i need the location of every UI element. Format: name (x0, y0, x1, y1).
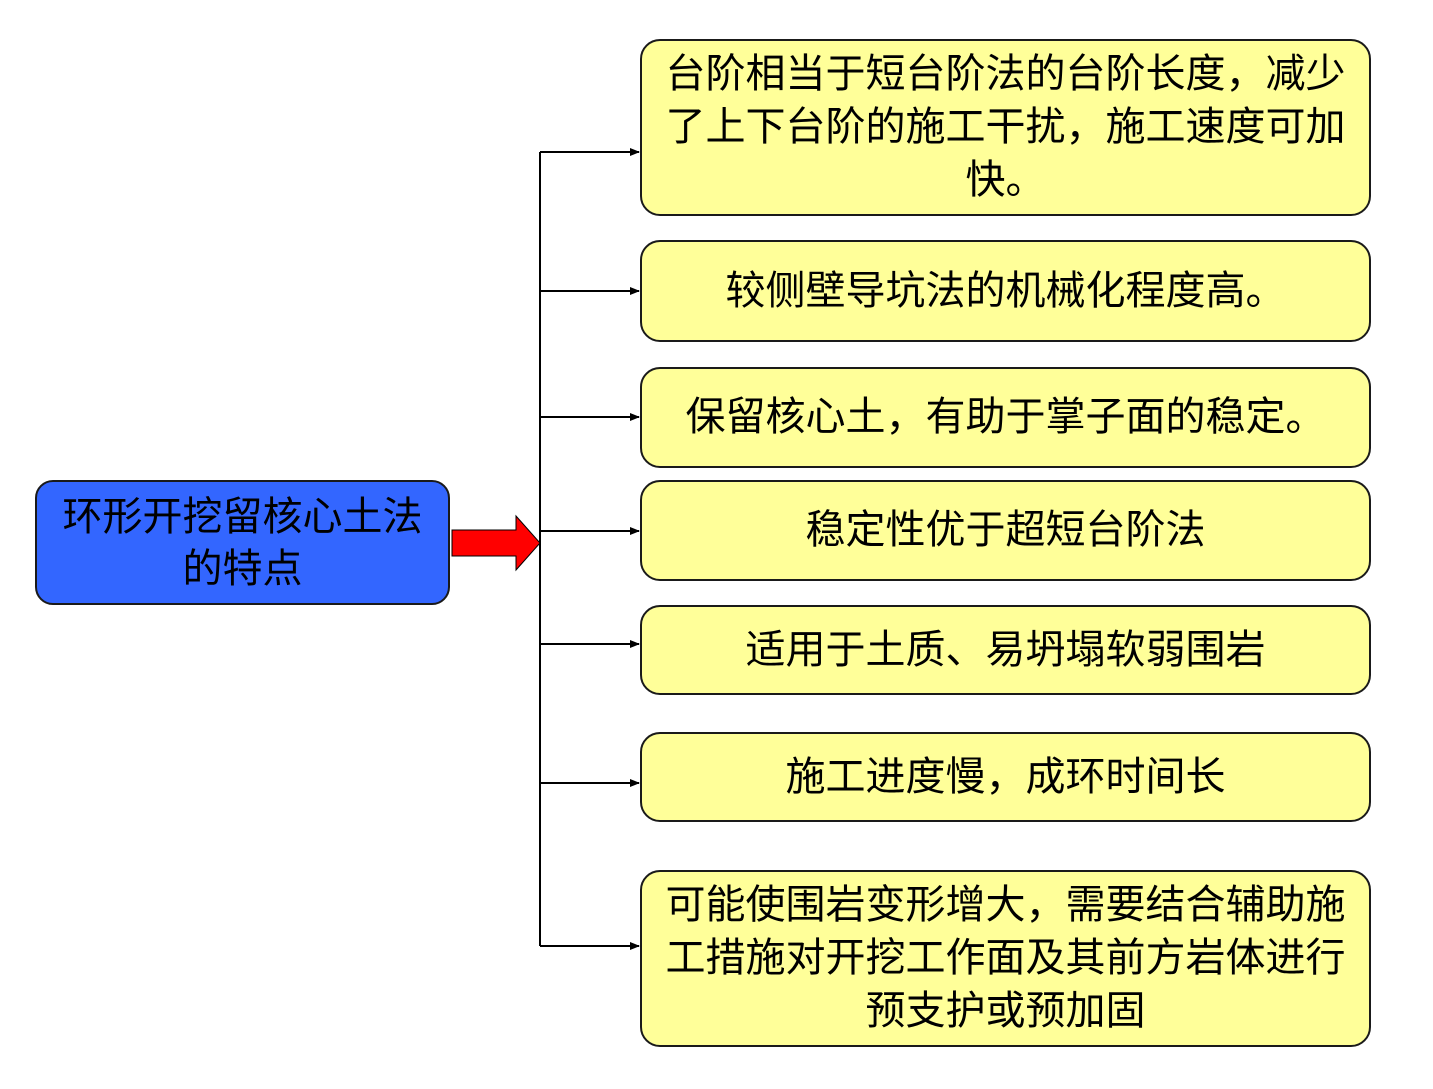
item-box-4: 稳定性优于超短台阶法 (640, 480, 1371, 581)
item-label-4: 稳定性优于超短台阶法 (805, 507, 1206, 553)
item-box-2: 较侧壁导坑法的机械化程度高。 (640, 240, 1371, 342)
main-arrow (451, 514, 541, 572)
item-box-7: 可能使围岩变形增大，需要结合辅助施工措施对开挖工作面及其前方岩体进行预支护或预加… (640, 870, 1371, 1047)
main-node-label: 环形开挖留核心土法的特点 (62, 493, 423, 592)
item-label-5: 适用于土质、易坍塌软弱围岩 (745, 626, 1266, 673)
item-label-3: 保留核心土，有助于掌子面的稳定。 (685, 394, 1326, 440)
item-box-3: 保留核心土，有助于掌子面的稳定。 (640, 367, 1371, 468)
item-label-7: 可能使围岩变形增大，需要结合辅助施工措施对开挖工作面及其前方岩体进行预支护或预加… (665, 882, 1346, 1034)
item-label-1: 台阶相当于短台阶法的台阶长度，减少了上下台阶的施工干扰，施工速度可加快。 (665, 51, 1346, 203)
item-box-1: 台阶相当于短台阶法的台阶长度，减少了上下台阶的施工干扰，施工速度可加快。 (640, 39, 1371, 216)
item-label-2: 较侧壁导坑法的机械化程度高。 (725, 267, 1286, 314)
item-box-6: 施工进度慢，成环时间长 (640, 732, 1371, 822)
item-label-6: 施工进度慢，成环时间长 (785, 753, 1226, 800)
item-box-5: 适用于土质、易坍塌软弱围岩 (640, 605, 1371, 695)
main-node: 环形开挖留核心土法的特点 (35, 480, 450, 605)
